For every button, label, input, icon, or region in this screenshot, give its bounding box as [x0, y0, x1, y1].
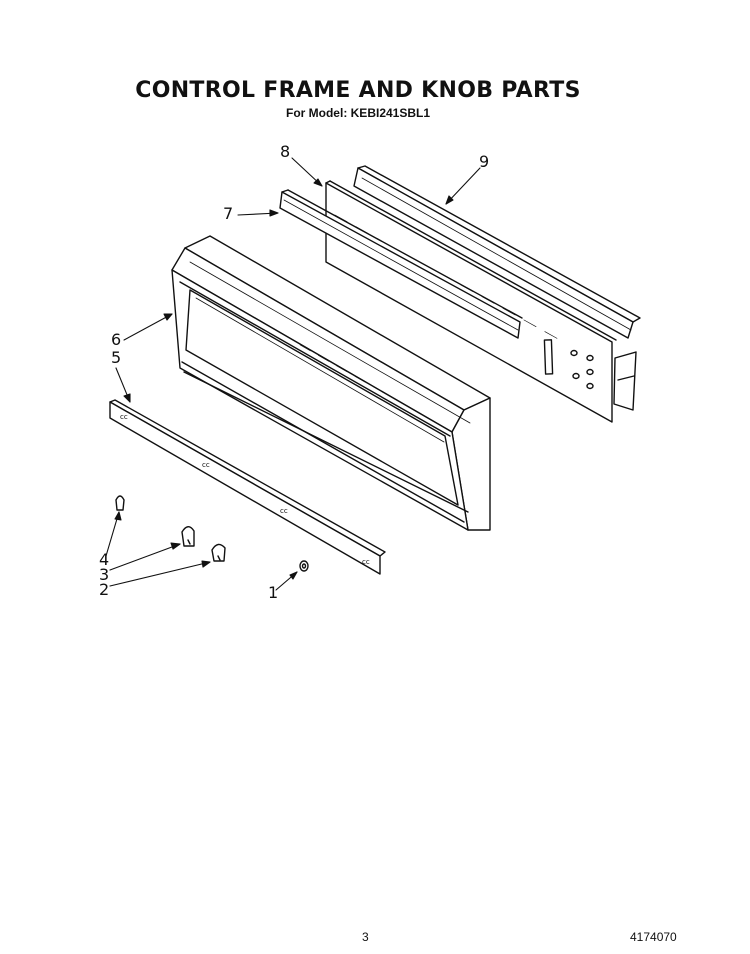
panel-hole-icon — [570, 349, 578, 357]
part-4-knob — [115, 495, 125, 511]
panel-hole-icon — [586, 382, 594, 390]
callout-7: 7 — [223, 204, 234, 223]
part-1-clip — [299, 560, 309, 572]
part-6-control-frame — [171, 235, 491, 531]
strip-mark: cc — [280, 507, 288, 515]
panel-hole-icon — [586, 368, 594, 376]
strip-mark: cc — [362, 558, 370, 566]
callout-6: 6 — [111, 330, 122, 349]
callout-8: 8 — [280, 142, 291, 161]
strip-mark: cc — [120, 413, 128, 421]
part-3-knob — [181, 526, 195, 547]
page-title: CONTROL FRAME AND KNOB PARTS — [135, 78, 581, 103]
part-9-upper-trim-rail — [353, 165, 641, 411]
part-5-trim-strip: cc cc cc cc — [109, 399, 386, 575]
part-7-bracket-strip — [279, 189, 523, 339]
panel-hole-icon — [572, 372, 580, 380]
panel-slot — [543, 339, 554, 375]
callout-1: 1 — [268, 583, 279, 602]
page-number: 3 — [362, 930, 369, 944]
model-subtitle: For Model: KEBI241SBL1 — [285, 106, 431, 120]
callout-9: 9 — [479, 152, 490, 171]
callout-4: 4 — [99, 550, 110, 569]
panel-hole-icon — [586, 354, 594, 362]
document-number: 4174070 — [630, 930, 677, 944]
leader-lines — [105, 157, 481, 591]
part-2-knob — [211, 543, 226, 562]
strip-mark: cc — [202, 461, 210, 469]
callout-2: 2 — [99, 580, 110, 599]
callout-5: 5 — [111, 348, 122, 367]
callout-3: 3 — [99, 565, 110, 584]
